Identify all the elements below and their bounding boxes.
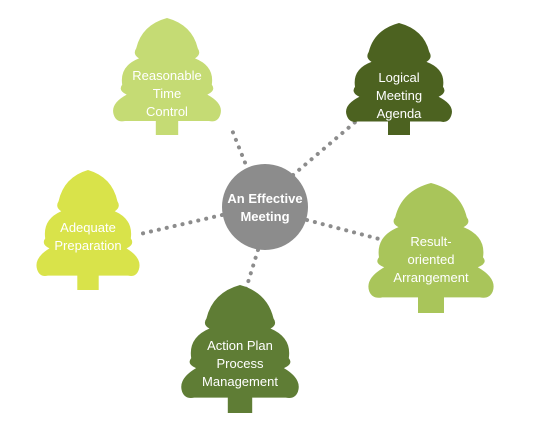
tree-label-line: Agenda [377,106,423,121]
tree-label-line: oriented [408,252,455,267]
connector-result-oriented-arrangement [305,218,385,242]
connector-logical-meeting-agenda [291,116,362,177]
tree-icon [346,23,452,135]
connector-reasonable-time-control [230,128,250,172]
tree-icon [181,285,299,413]
connectors [138,116,385,294]
tree-label-line: Preparation [54,238,121,253]
connector-action-plan-process-management [243,248,260,294]
center-label-line: Meeting [240,209,289,224]
tree-label-line: Logical [378,70,419,85]
connector-adequate-preparation [138,213,224,236]
center-circle [222,164,308,250]
tree-icon [113,18,221,135]
tree-label-line: Management [202,374,278,389]
tree-label-line: Control [146,104,188,119]
tree-label-line: Result- [410,234,451,249]
tree-label-line: Action Plan [207,338,273,353]
tree-label-line: Process [217,356,264,371]
tree-label-line: Adequate [60,220,116,235]
tree-label-line: Meeting [376,88,422,103]
tree-label-line: Reasonable [132,68,201,83]
tree-icon [368,183,494,313]
tree-icon [36,170,140,290]
center-label-line: An Effective [227,191,302,206]
tree-label-line: Time [153,86,181,101]
tree-label-line: Arrangement [393,270,469,285]
